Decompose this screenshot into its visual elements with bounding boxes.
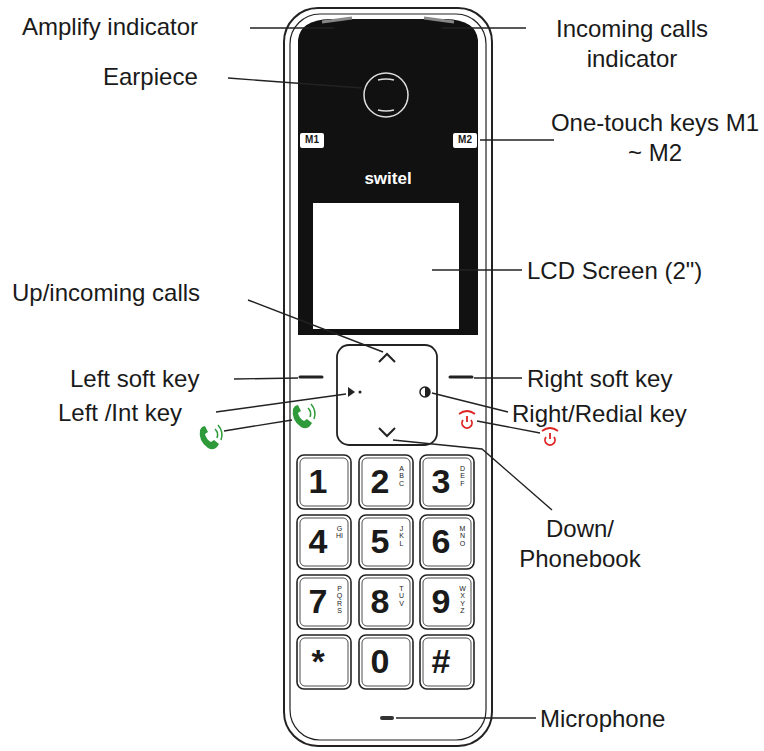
key-digit: 2: [364, 460, 396, 503]
part-label: LCD Screen (2"): [527, 256, 702, 286]
left-soft-key: [300, 376, 322, 379]
key-letters: PQRS: [336, 585, 343, 614]
keypad-key-inner: [423, 638, 471, 686]
int-symbol: [348, 387, 355, 397]
microphone-slot: [380, 716, 394, 720]
keypad-key-inner: [423, 578, 471, 626]
key-digit: 7: [302, 580, 334, 623]
keypad-key: [359, 515, 413, 569]
key-letters: ABC: [398, 465, 405, 487]
key-digit: 3: [425, 460, 457, 503]
part-label: Up/incoming calls: [12, 278, 200, 308]
part-label: One-touch keys M1 ~ M2: [550, 108, 760, 168]
keypad-key-inner: [362, 638, 410, 686]
up-arrow: [379, 354, 395, 362]
key-digit: *: [302, 640, 334, 683]
part-label: Right/Redial key: [512, 399, 687, 429]
part-label: Microphone: [540, 704, 665, 734]
down-arrow: [379, 428, 395, 436]
key-digit: 1: [302, 460, 334, 503]
part-label: Right soft key: [527, 364, 672, 394]
keypad-key-inner: [423, 518, 471, 566]
keypad-key-inner: [362, 578, 410, 626]
key-letters: WXYZ: [459, 585, 466, 614]
handset-outline: [284, 8, 492, 746]
part-label: Amplify indicator: [22, 12, 198, 42]
call-key-icon: [200, 404, 315, 449]
keypad-key-inner: [300, 638, 348, 686]
part-label: Incoming calls indicator: [527, 14, 737, 74]
right-soft-key: [450, 376, 472, 379]
key-digit: #: [425, 640, 457, 683]
part-label: Left soft key: [70, 364, 199, 394]
indicator-lights: [322, 18, 454, 22]
keypad-key: [297, 575, 351, 629]
redial-symbol: [420, 387, 430, 397]
lcd-screen: [313, 203, 459, 329]
keypad-key: [420, 635, 474, 689]
key-letters: TUV: [398, 585, 405, 607]
keypad-key-inner: [300, 458, 348, 506]
key-letters: JKL: [398, 525, 405, 547]
key-label: M1: [300, 134, 324, 146]
keypad-key: [420, 455, 474, 509]
keypad-key-inner: [362, 518, 410, 566]
keypad-key-inner: [300, 518, 348, 566]
keypad-key-inner: [362, 458, 410, 506]
m2-key: [453, 133, 477, 148]
handset-inner-outline: [290, 14, 486, 740]
keypad-key: [359, 635, 413, 689]
key-digit: 4: [302, 520, 334, 563]
key-digit: 0: [364, 640, 396, 683]
key-digit: 6: [425, 520, 457, 563]
nav-pad: [337, 345, 437, 445]
part-label: Left /Int key: [58, 398, 182, 428]
keypad-key: [297, 515, 351, 569]
brand-logo: switel: [348, 169, 428, 189]
key-digit: 9: [425, 580, 457, 623]
key-letters: MNO: [459, 525, 466, 547]
key-digit: 8: [364, 580, 396, 623]
key-label: M2: [453, 134, 477, 146]
keypad-key: [359, 455, 413, 509]
part-label: Earpiece: [103, 62, 198, 92]
keypad-key-inner: [423, 458, 471, 506]
keypad-key: [297, 455, 351, 509]
earpiece: [364, 73, 408, 117]
key-letters: DEF: [459, 465, 466, 487]
key-digit: 5: [364, 520, 396, 563]
keypad-key: [420, 575, 474, 629]
keypad-key: [297, 635, 351, 689]
keypad-key: [420, 515, 474, 569]
keypad-key: [359, 575, 413, 629]
leader-lines: [216, 28, 554, 718]
key-letters: GHI: [336, 525, 343, 540]
part-label: Down/ Phonebook: [495, 514, 665, 574]
front-panel: [298, 19, 478, 335]
m1-key: [300, 133, 324, 148]
keypad-key-inner: [300, 578, 348, 626]
